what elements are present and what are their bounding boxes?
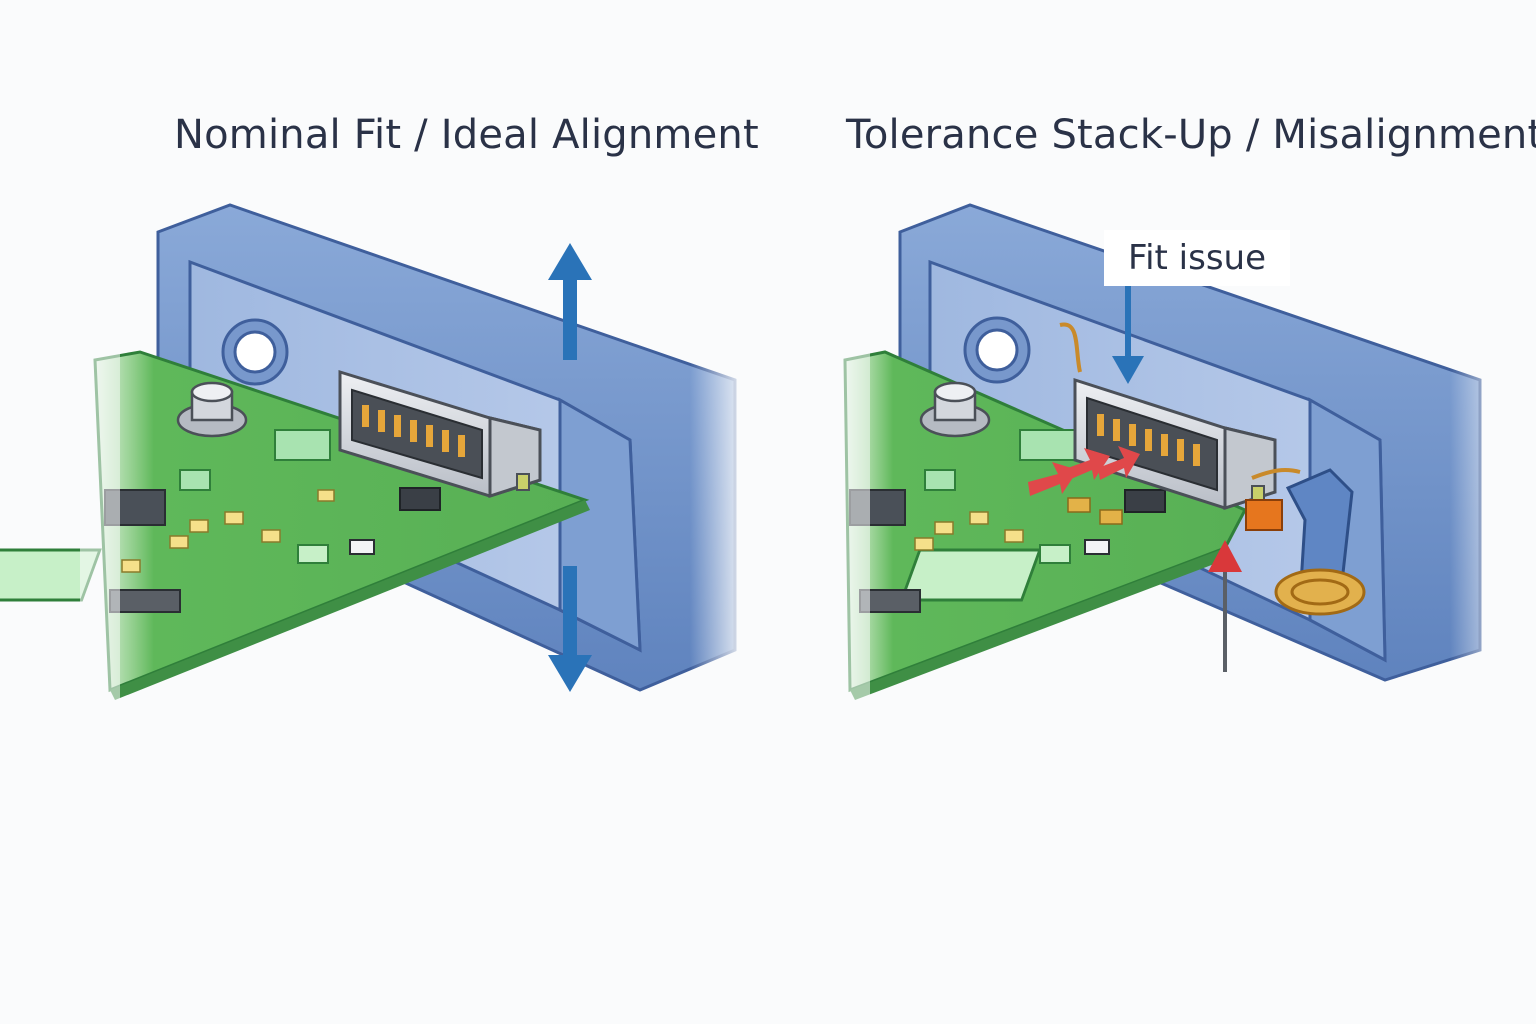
arrow-down-icon bbox=[548, 566, 592, 692]
panel-title-nominal: Nominal Fit / Ideal Alignment bbox=[174, 112, 759, 158]
pcb-edge bbox=[850, 548, 1230, 700]
standoff-hole bbox=[975, 328, 1019, 372]
board-connector bbox=[338, 369, 542, 499]
nominal-fit-assembly bbox=[0, 203, 750, 720]
board-connector bbox=[1073, 377, 1277, 511]
misaligned-assembly bbox=[830, 203, 1520, 720]
pcb-edge bbox=[110, 500, 590, 700]
arrow-red-icon bbox=[1208, 540, 1242, 672]
callout-arrow-icon bbox=[1112, 286, 1144, 384]
housing-wall-edge bbox=[558, 397, 642, 653]
panel-title-misalignment: Tolerance Stack-Up / Misalignment bbox=[846, 112, 1536, 158]
arrow-red-icon bbox=[1028, 446, 1140, 496]
standoff-hole bbox=[233, 330, 277, 374]
screw-post bbox=[176, 381, 248, 438]
fit-issue-callout: Fit issue bbox=[1104, 230, 1290, 286]
wire bbox=[1059, 322, 1082, 373]
arrow-up-icon bbox=[548, 243, 592, 360]
screw-post bbox=[919, 381, 991, 438]
interference-clip bbox=[1245, 468, 1366, 616]
